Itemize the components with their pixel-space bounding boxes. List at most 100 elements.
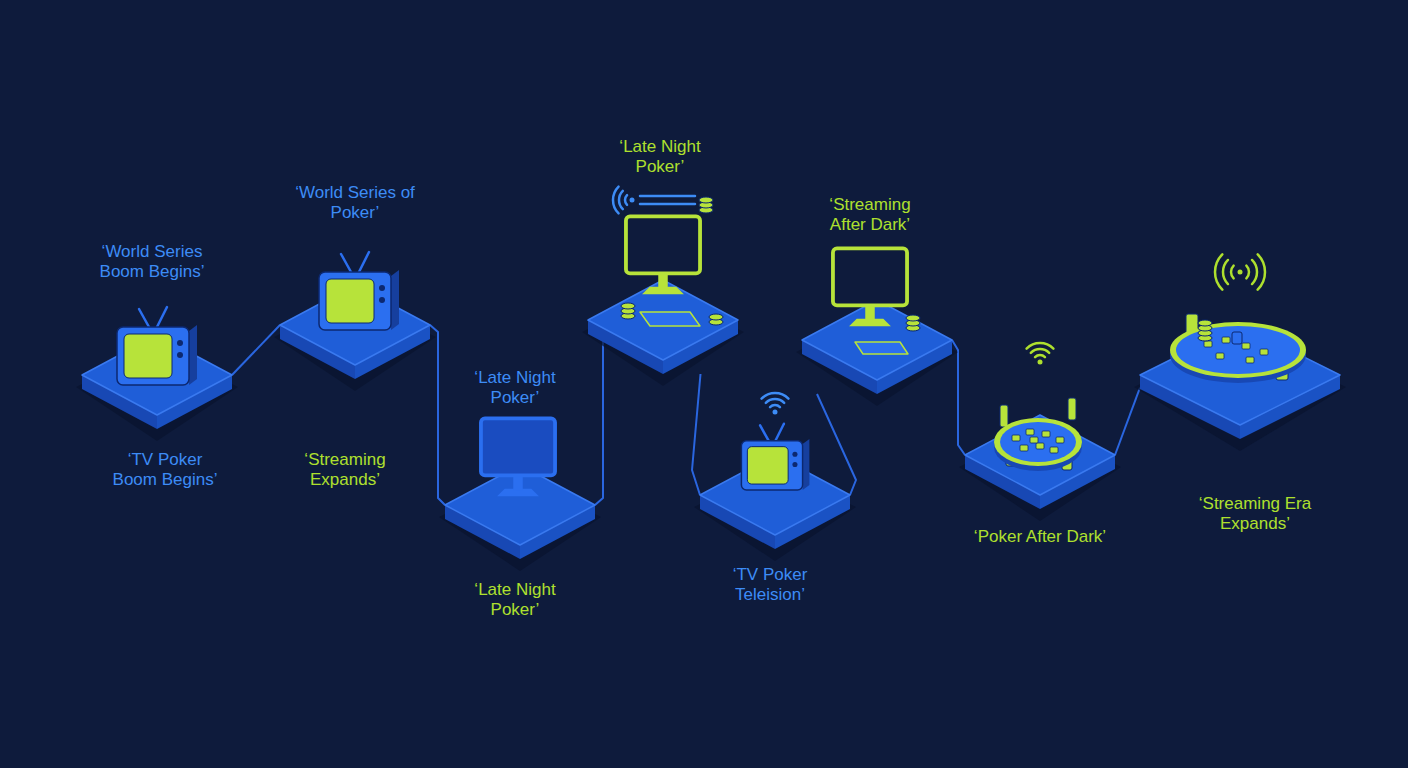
node-label: ‘World Series Boom Begins’ xyxy=(85,242,220,282)
signal-dot xyxy=(1038,360,1043,365)
tv-body xyxy=(319,272,391,330)
connector-line xyxy=(1115,388,1140,455)
poker-chip xyxy=(1246,357,1254,363)
coin xyxy=(709,314,723,320)
tv-side xyxy=(391,270,399,330)
platform-icon xyxy=(741,393,809,490)
platform-node: ‘Late Night Poker’ xyxy=(588,280,738,374)
signal-waves xyxy=(762,393,789,399)
node-label: ‘Late Night Poker’ xyxy=(460,368,570,408)
chair xyxy=(1068,398,1076,420)
poker-chip xyxy=(1260,349,1268,355)
signal-waves xyxy=(1035,355,1045,357)
table-felt xyxy=(1000,422,1076,462)
monitor-screen xyxy=(626,216,700,273)
node-label: ‘TV Poker Boom Begins’ xyxy=(105,450,225,490)
platform-top xyxy=(82,335,232,415)
platform-icon xyxy=(994,343,1082,471)
tv-antenna xyxy=(760,425,769,440)
poker-chip xyxy=(1050,447,1058,453)
platform-shape xyxy=(965,415,1115,509)
platform-shape xyxy=(700,455,850,549)
poker-chip xyxy=(1026,429,1034,435)
signal-waves xyxy=(1027,343,1054,349)
signal-waves xyxy=(613,187,619,214)
node-label: ‘Late Night Poker’ xyxy=(605,137,715,177)
connector-line xyxy=(692,374,701,495)
tv-screen xyxy=(747,447,788,484)
coin xyxy=(699,197,713,203)
signal-waves xyxy=(1031,349,1049,353)
node-label: ‘Poker After Dark’ xyxy=(945,527,1135,547)
connector-line xyxy=(430,325,445,505)
poker-chip xyxy=(1020,445,1028,451)
tv-antenna xyxy=(359,252,369,272)
platform-icon xyxy=(319,252,399,330)
tv-antenna xyxy=(139,309,149,327)
platform-icon xyxy=(833,248,920,354)
platform-shape xyxy=(445,465,595,559)
signal-dot xyxy=(630,198,635,203)
platform-top xyxy=(965,415,1115,495)
tv-antenna xyxy=(775,424,784,441)
tv-body xyxy=(741,441,802,490)
platform-node: ‘Poker After Dark’ xyxy=(965,415,1115,509)
poker-chip xyxy=(1242,343,1250,349)
platform-node: ‘Streaming Era Expands’ xyxy=(1140,325,1340,439)
tv-screen xyxy=(124,334,172,378)
tv-antenna xyxy=(157,307,167,327)
platform-icon xyxy=(613,187,723,326)
poker-chip xyxy=(1042,431,1050,437)
platform-shape xyxy=(1140,325,1340,439)
tv-side xyxy=(803,439,810,490)
signal-waves xyxy=(1223,260,1228,284)
signal-line xyxy=(640,195,695,198)
connector-line xyxy=(952,340,965,455)
connector-line xyxy=(232,325,280,375)
signal-dot xyxy=(1238,270,1243,275)
card-holder xyxy=(1232,332,1242,344)
keyboard xyxy=(640,312,700,326)
coin xyxy=(621,303,635,309)
poker-chip xyxy=(1030,437,1038,443)
signal-waves xyxy=(1258,254,1265,289)
node-label: ‘Streaming Era Expands’ xyxy=(1193,494,1318,534)
node-label: ‘World Series of Poker’ xyxy=(290,183,420,223)
node-label: ‘Late Night Poker’ xyxy=(460,580,570,620)
tv-body xyxy=(117,327,189,385)
signal-waves xyxy=(1215,254,1222,289)
signal-waves xyxy=(766,399,784,403)
signal-line xyxy=(640,203,695,206)
tv-antenna xyxy=(341,254,351,272)
poker-chip xyxy=(1056,437,1064,443)
signal-waves xyxy=(619,191,623,209)
platform-node: ‘Late Night Poker’‘Late Night Poker’ xyxy=(445,465,595,559)
keyboard xyxy=(855,342,908,354)
platform-node: ‘World Series Boom Begins’‘TV Poker Boom… xyxy=(82,335,232,429)
monitor-screen xyxy=(833,248,907,305)
tv-knob xyxy=(379,297,385,303)
platform-icon xyxy=(117,307,197,385)
platform-top xyxy=(588,280,738,360)
platform-icon xyxy=(481,418,555,496)
table-rim xyxy=(994,418,1082,466)
signal-waves xyxy=(770,405,780,407)
poker-chip xyxy=(1036,443,1044,449)
platform-node: ‘TV Poker Teleision’ xyxy=(700,455,850,549)
tv-knob xyxy=(177,340,183,346)
poker-chip xyxy=(1216,353,1224,359)
coin xyxy=(1198,320,1212,326)
platform-shape xyxy=(82,335,232,429)
tv-knob xyxy=(792,462,797,467)
table-rim xyxy=(1170,322,1306,378)
signal-dot xyxy=(773,410,778,415)
tv-knob xyxy=(792,452,797,457)
platform-shape xyxy=(280,285,430,379)
tv-side xyxy=(189,325,197,385)
poker-chip xyxy=(1204,341,1212,347)
node-label: ‘Streaming After Dark’ xyxy=(813,195,928,235)
node-label: ‘Streaming Expands’ xyxy=(293,450,398,490)
tv-screen xyxy=(326,279,374,323)
poker-chip xyxy=(1222,337,1230,343)
